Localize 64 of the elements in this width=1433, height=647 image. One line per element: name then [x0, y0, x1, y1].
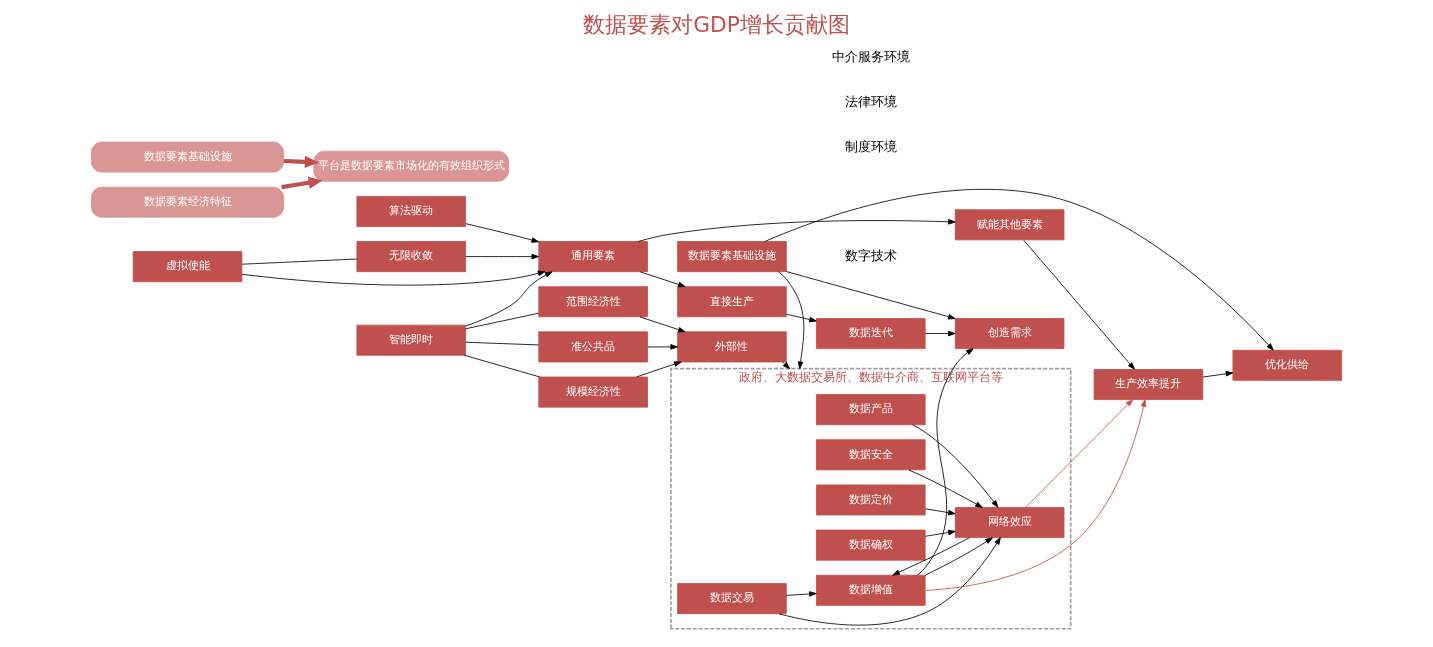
arrow — [924, 399, 1147, 591]
arrow — [1025, 399, 1133, 508]
arrow — [782, 361, 791, 370]
connector — [465, 312, 540, 330]
node-box: 规模经济性 — [538, 376, 648, 408]
arrow — [1023, 239, 1135, 370]
node-box: 数据要素基础设施 — [677, 241, 787, 273]
arrow — [777, 271, 805, 370]
arrow — [465, 253, 540, 260]
arrow — [1202, 371, 1234, 378]
arrow — [912, 424, 999, 508]
arrow — [917, 348, 974, 576]
connector — [465, 341, 540, 346]
label: 制度环境 — [844, 139, 897, 155]
node-box: 数据交易 — [677, 583, 787, 615]
arrow — [637, 219, 956, 242]
node-box: 数据定价 — [816, 484, 926, 516]
arrow — [924, 537, 993, 576]
arrow — [241, 270, 546, 286]
diagram-title: 数据要素对GDP增长贡献图 — [583, 12, 850, 38]
arrow — [892, 537, 971, 576]
node-box: 数据要素经济特征 — [90, 186, 285, 218]
label: 法律环境 — [844, 93, 897, 109]
node-box: 数据确权 — [816, 529, 926, 561]
node-box: 赋能其他要素 — [954, 209, 1065, 241]
node-box: 算法驱动 — [356, 195, 467, 227]
node-box: 直接生产 — [677, 286, 787, 318]
node-box: 范围经济性 — [538, 286, 648, 318]
arrow — [636, 361, 682, 378]
arrow — [639, 316, 686, 333]
node-box: 平台是数据要素市场化的有效组织形式 — [313, 150, 510, 182]
arrow — [778, 537, 1001, 626]
node-box: 准公共品 — [538, 331, 648, 363]
connector — [464, 354, 541, 378]
arrow — [785, 271, 956, 320]
arrow — [281, 176, 323, 190]
arrow — [639, 271, 686, 288]
node-box: 虚拟使能 — [132, 251, 243, 283]
node-box: 数据安全 — [816, 439, 926, 471]
arrow — [647, 344, 678, 350]
arrow — [786, 591, 817, 597]
node-box: 通用要素 — [538, 241, 648, 273]
arrow — [764, 188, 1274, 351]
node-box: 网络效应 — [954, 507, 1065, 538]
arrow — [925, 330, 956, 337]
arrow — [465, 271, 553, 327]
arrow — [908, 469, 983, 508]
node-box: 创造需求 — [954, 318, 1065, 349]
arrow — [786, 313, 817, 323]
arrow — [925, 508, 956, 516]
node-box: 智能即时 — [356, 324, 467, 356]
connector — [241, 258, 358, 265]
arrow — [925, 529, 956, 537]
label: 数字技术 — [844, 247, 897, 263]
label: 中介服务环境 — [831, 48, 910, 64]
node-box: 数据要素基础设施 — [90, 141, 285, 173]
arrow — [283, 155, 319, 168]
node-box: 生产效率提升 — [1093, 369, 1204, 401]
arrow — [465, 223, 540, 243]
node-box: 数据迭代 — [816, 318, 926, 349]
node-box: 优化供给 — [1232, 349, 1343, 381]
node-box: 数据增值 — [816, 574, 926, 606]
node-box: 数据产品 — [816, 394, 926, 426]
node-box: 无限收敛 — [356, 241, 467, 273]
